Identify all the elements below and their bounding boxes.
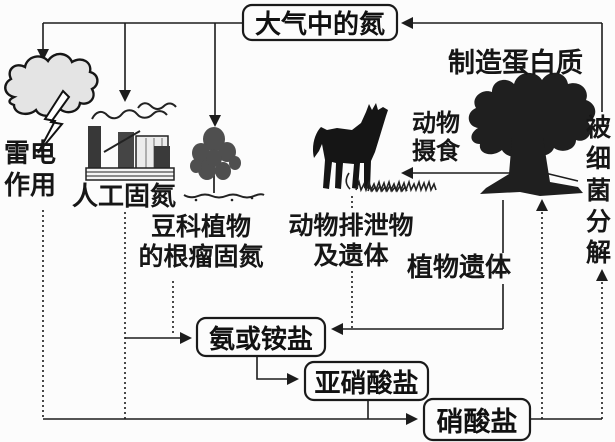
tree-icon <box>468 72 596 196</box>
atmosphere-box-label: 大气中的氮 <box>254 10 385 40</box>
grass-icon <box>345 172 437 193</box>
ammonia-box <box>195 316 327 358</box>
smoke-icon <box>91 109 168 120</box>
animal-feeding-label: 动物摄食 <box>412 109 460 165</box>
nitrate-box <box>422 397 532 442</box>
animal-waste-line1: 动物排泄物 <box>288 211 414 240</box>
atmosphere-box <box>241 3 399 42</box>
nitrite-box-label: 亚硝酸盐 <box>314 368 419 399</box>
plant-remains-label: 植物遗体 <box>407 253 512 285</box>
animal-waste-label: 动物排泄物 及遗体 <box>276 211 426 270</box>
protein-label: 制造蛋白质 <box>448 48 583 79</box>
arrow-ammonia-to-nitrite <box>256 356 299 385</box>
legume-fixation-line2: 的根瘤固氮 <box>138 241 264 271</box>
factory-icon <box>85 102 177 181</box>
animal-waste-line2: 及遗体 <box>313 240 389 270</box>
horse-icon <box>312 103 388 189</box>
nitrate-box-label: 硝酸盐 <box>436 407 518 438</box>
nitrite-box <box>303 360 430 402</box>
legume-fixation-label: 豆科植物 的根瘤固氮 <box>128 212 274 271</box>
artificial-fixation-label: 人工固氮 <box>72 182 177 212</box>
bacteria-decompose-label: 被细菌分解 <box>585 113 611 267</box>
legume-fixation-line1: 豆科植物 <box>150 212 251 241</box>
ground-icon <box>183 193 265 199</box>
lightning-bolt-icon <box>37 89 71 154</box>
smoke-icon <box>137 102 177 110</box>
arrow-feeding <box>401 167 579 182</box>
ammonia-box-label: 氨或铵盐 <box>208 324 313 355</box>
legume-shrub-icon <box>183 127 265 202</box>
lightning-effect-label: 雷电作用 <box>3 139 56 201</box>
cloud-icon <box>4 52 99 118</box>
